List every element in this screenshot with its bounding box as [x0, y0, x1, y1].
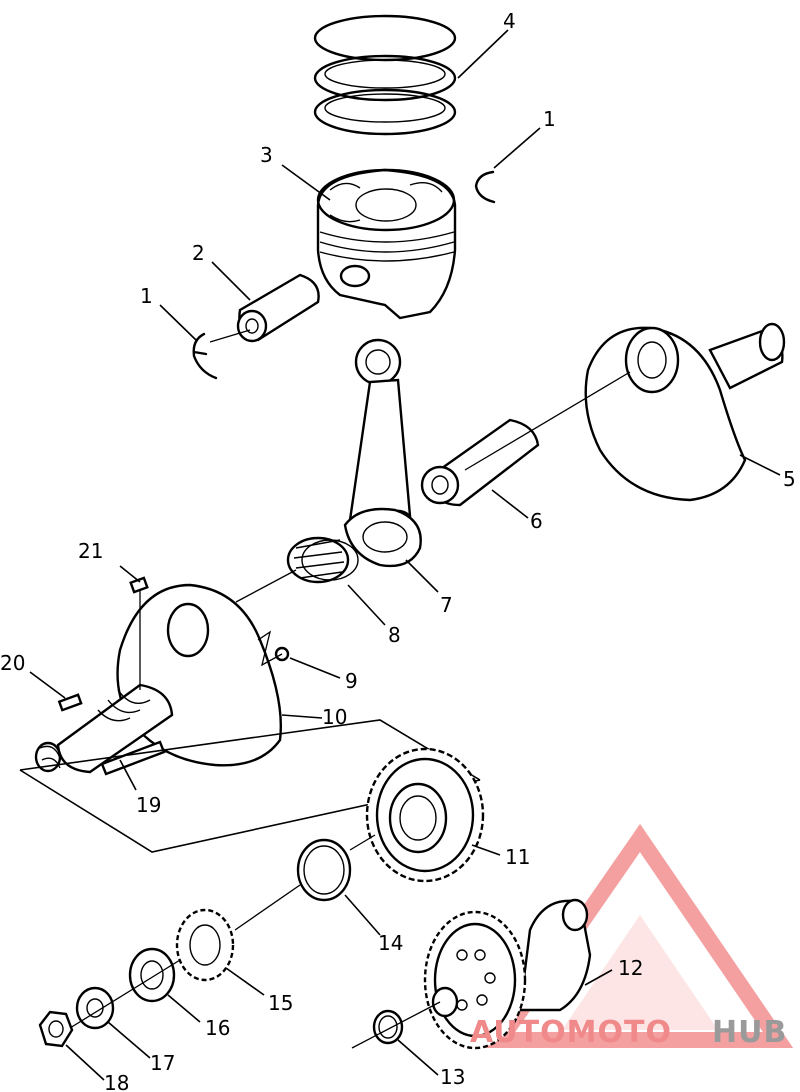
nut-18 — [38, 1010, 74, 1048]
callout-4: 4 — [503, 9, 516, 33]
callout-17: 17 — [150, 1051, 175, 1075]
callout-12: 12 — [618, 956, 643, 980]
connecting-rod — [343, 338, 422, 568]
callout-7: 7 — [440, 593, 453, 617]
circlip-upper — [474, 170, 496, 204]
key-20 — [57, 693, 83, 712]
callout-21: 21 — [78, 539, 103, 563]
circlip-lower — [192, 332, 218, 380]
key-21 — [129, 576, 149, 594]
washer-17 — [75, 986, 115, 1030]
callout-6: 6 — [530, 509, 543, 533]
piston-rings — [313, 14, 457, 136]
callout-5: 5 — [783, 467, 796, 491]
callout-1-upper: 1 — [543, 107, 556, 131]
crankshaft-right-half — [584, 322, 786, 502]
axis-lines — [69, 329, 631, 1049]
callout-18: 18 — [104, 1071, 129, 1092]
callout-14: 14 — [378, 931, 403, 955]
piston — [316, 168, 457, 320]
callout-20: 20 — [0, 651, 25, 675]
balancer-shaft-12 — [423, 898, 592, 1050]
callout-16: 16 — [205, 1016, 230, 1040]
callout-labels: 1 1 2 3 4 5 6 7 8 9 10 11 12 13 14 15 16… — [0, 9, 796, 1092]
callout-10: 10 — [322, 705, 347, 729]
callout-2: 2 — [192, 241, 205, 265]
washer-13 — [372, 1009, 404, 1045]
pin-19 — [100, 740, 166, 776]
callout-11: 11 — [505, 845, 530, 869]
watermark-text-automoto: AUTOMOTO — [470, 1015, 672, 1050]
callout-15: 15 — [268, 991, 293, 1015]
crank-pin — [420, 418, 540, 507]
callout-19: 19 — [136, 793, 161, 817]
gear-15 — [175, 908, 235, 982]
gear-11 — [365, 747, 485, 883]
nut-16 — [128, 947, 176, 1003]
crankshaft-left-half — [34, 583, 283, 774]
callout-1-lower: 1 — [140, 284, 153, 308]
piston-pin — [236, 273, 320, 343]
watermark-text-hub: HUB — [712, 1015, 787, 1050]
washer-14 — [296, 838, 352, 902]
callout-9: 9 — [345, 669, 358, 693]
leader-lines — [29, 29, 781, 1081]
watermark-text: AUTOMOTO HUB — [470, 1015, 787, 1050]
callout-13: 13 — [440, 1065, 465, 1089]
callout-8: 8 — [388, 623, 401, 647]
callout-3: 3 — [260, 143, 273, 167]
needle-bearing — [286, 536, 359, 584]
